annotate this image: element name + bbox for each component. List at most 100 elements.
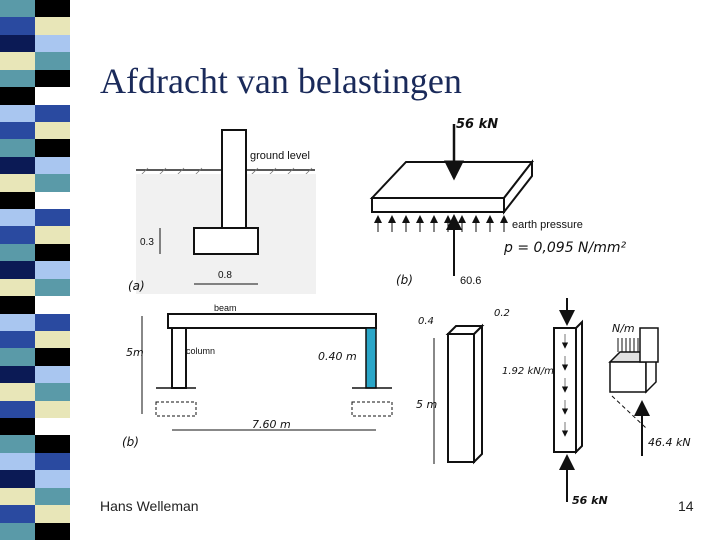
wall-width-label: 0.2 bbox=[494, 308, 510, 319]
stripe-cell bbox=[35, 278, 70, 297]
footing-stem bbox=[221, 129, 247, 231]
panel-b-frame-label: (b) bbox=[122, 435, 139, 449]
footing-diagram: ground level 0.3 0.8 (a) bbox=[128, 129, 316, 294]
stripe-cell bbox=[35, 505, 70, 524]
stripe-cell bbox=[0, 121, 35, 140]
wall-line-load-diagram: N/m 46.4 kN bbox=[608, 322, 691, 456]
distributed-load-label: 1.92 kN/m bbox=[502, 366, 554, 377]
footing-base bbox=[193, 227, 259, 255]
stripe-cell bbox=[35, 52, 70, 71]
stripe-cell bbox=[35, 452, 70, 471]
stripe-cell bbox=[35, 383, 70, 402]
footer-author: Hans Welleman bbox=[100, 498, 199, 514]
frame-left-footing bbox=[155, 401, 197, 417]
panel-a-label: (a) bbox=[128, 279, 145, 293]
stripe-cell bbox=[0, 226, 35, 245]
stripe-cell bbox=[35, 296, 70, 315]
stripe-cell bbox=[0, 261, 35, 280]
upper-wall bbox=[639, 327, 659, 363]
frame-span-label: 7.60 m bbox=[252, 418, 291, 431]
stripe-cell bbox=[35, 261, 70, 280]
frame-right-footing bbox=[351, 401, 393, 417]
slide-title: Afdracht van belastingen bbox=[100, 61, 462, 101]
ground-level-label: ground level bbox=[250, 150, 310, 162]
stripe-cell bbox=[35, 348, 70, 367]
pressure-arrows bbox=[374, 215, 508, 232]
pressure-value-label: p = 0,095 N/mm² bbox=[503, 240, 627, 256]
stripe-cell bbox=[35, 121, 70, 140]
panel-b-slab-label: (b) bbox=[396, 273, 413, 287]
stripe-cell bbox=[35, 69, 70, 88]
stripe-cell bbox=[35, 139, 70, 158]
stripe-cell bbox=[0, 313, 35, 332]
slab-reaction-label: 60.6 bbox=[460, 275, 481, 287]
footing-width-label: 0.8 bbox=[218, 270, 232, 281]
stripe-cell bbox=[35, 487, 70, 506]
column-load-diagram: 1.92 kN/m 56 kN bbox=[502, 298, 608, 507]
wall-element-diagram: 0.4 0.2 5 m bbox=[416, 308, 510, 465]
stripe-cell bbox=[35, 418, 70, 436]
wall-reaction-label: 46.4 kN bbox=[648, 436, 691, 449]
wall-front bbox=[447, 333, 475, 463]
stripe-cell bbox=[0, 487, 35, 506]
stripe-cell bbox=[0, 296, 35, 315]
stripe-cell bbox=[0, 365, 35, 384]
stripe-cell bbox=[0, 418, 35, 436]
wall-height-label: 5 m bbox=[416, 398, 437, 411]
stripe-cell bbox=[35, 209, 70, 227]
line-load-ticks bbox=[617, 338, 643, 352]
stripe-cell bbox=[0, 69, 35, 88]
stripe-cell bbox=[35, 400, 70, 419]
stripe-cell bbox=[0, 17, 35, 36]
stripe-cell bbox=[0, 435, 35, 454]
frame-diagram: beam column 5m 0.40 m 7.60 m (b) bbox=[122, 303, 393, 449]
column-label: column bbox=[186, 346, 215, 356]
stripe-cell bbox=[0, 330, 35, 349]
wall-top bbox=[445, 325, 485, 335]
page-number: 14 bbox=[678, 498, 694, 514]
stripe-cell bbox=[35, 435, 70, 454]
wall-side bbox=[473, 323, 483, 465]
line-load-label: N/m bbox=[612, 322, 635, 335]
stripe-cell bbox=[0, 209, 35, 227]
frame-right-column bbox=[365, 327, 377, 389]
stripe-cell bbox=[35, 330, 70, 349]
slab-diagram: 56 kN earth pressure p = 0,095 N/mm² 60.… bbox=[369, 117, 627, 287]
slab-side bbox=[503, 159, 533, 215]
column-bottom-load-label: 56 kN bbox=[572, 494, 608, 507]
stripe-cell bbox=[0, 139, 35, 158]
slab-front bbox=[371, 197, 505, 213]
stripe-cell bbox=[35, 470, 70, 489]
stripe-cell bbox=[0, 505, 35, 524]
stripe-cell bbox=[35, 104, 70, 123]
stripe-cell bbox=[35, 34, 70, 53]
stripe-cell bbox=[0, 0, 35, 18]
stripe-cell bbox=[0, 87, 35, 105]
stripe-cell bbox=[35, 191, 70, 210]
stripe-cell bbox=[35, 174, 70, 193]
stripe-cell bbox=[35, 0, 70, 18]
stripe-cell bbox=[0, 156, 35, 175]
stripe-cell bbox=[0, 34, 35, 53]
stripe-cell bbox=[35, 156, 70, 175]
stripe-cell bbox=[35, 313, 70, 332]
wall-thickness-label: 0.4 bbox=[418, 316, 434, 327]
stripe-cell bbox=[0, 278, 35, 297]
frame-height-label: 5m bbox=[126, 346, 144, 359]
stripe-cell bbox=[0, 174, 35, 193]
structural-load-figure: ground level 0.3 0.8 (a) 56 kN earth pre… bbox=[122, 117, 691, 507]
stripe-cell bbox=[0, 383, 35, 402]
stripe-cell bbox=[35, 243, 70, 262]
stripe-cell bbox=[0, 52, 35, 71]
stripe-cell bbox=[35, 365, 70, 384]
stripe-cell bbox=[0, 452, 35, 471]
decorative-stripe bbox=[0, 0, 70, 540]
slab-load-label: 56 kN bbox=[456, 117, 498, 132]
column-side bbox=[575, 319, 583, 455]
stripe-cell bbox=[0, 348, 35, 367]
frame-left-column bbox=[171, 327, 187, 389]
stripe-cell bbox=[0, 104, 35, 123]
earth-pressure-label: earth pressure bbox=[512, 219, 583, 231]
stripe-cell bbox=[35, 522, 70, 540]
frame-section-label: 0.40 m bbox=[318, 350, 357, 363]
